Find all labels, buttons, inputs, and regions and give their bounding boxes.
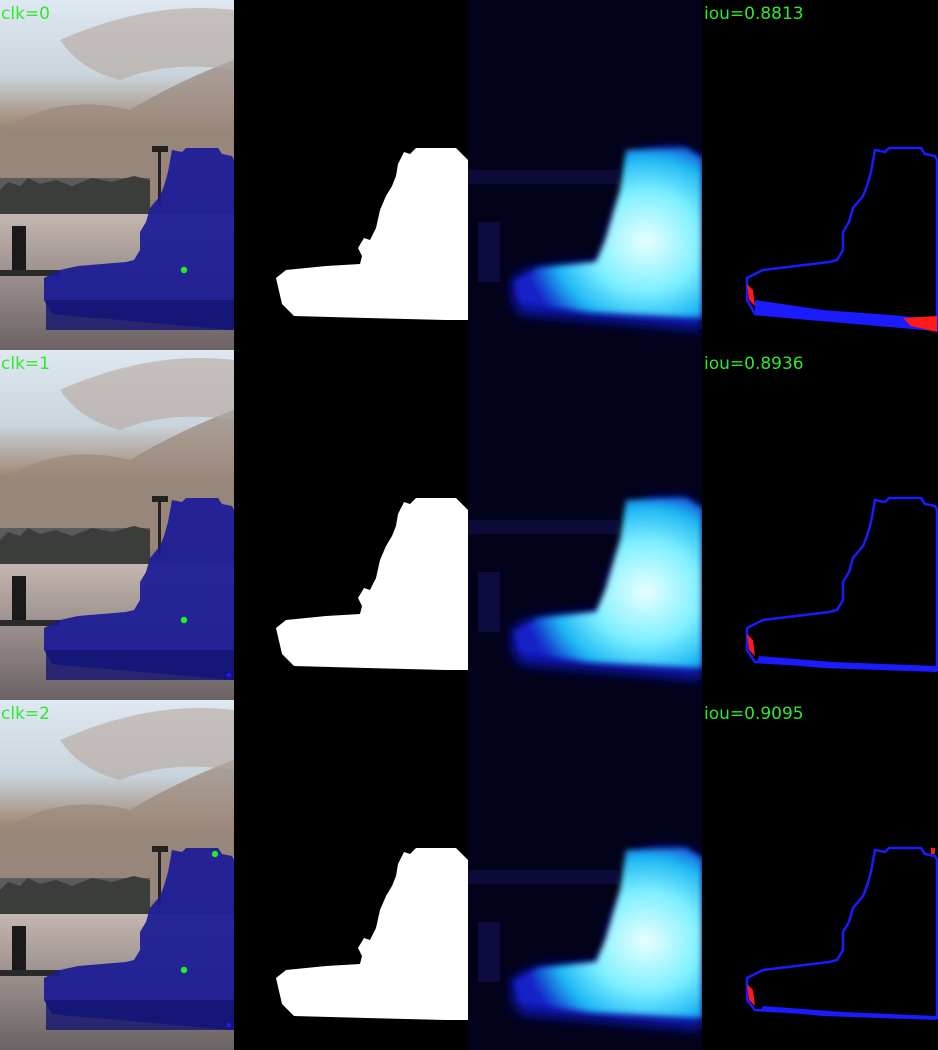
green-dot-icon [180,616,188,624]
mask-graphic [234,700,468,1050]
click-row-2: clk=2 iou=0.9095 [0,700,938,1050]
green-dot-icon [180,966,188,974]
heatmap-graphic [468,0,702,350]
probability-heatmap-panel [468,350,702,700]
image-with-overlay-panel [0,700,234,1050]
error-map-graphic [703,0,938,350]
mask-graphic [234,350,468,700]
error-map-graphic [703,700,938,1050]
ground-truth-mask-panel [234,0,468,350]
mask-graphic [234,0,468,350]
blue-dot-icon [226,672,232,678]
image-with-overlay-panel [0,350,234,700]
green-dot-icon [211,850,219,858]
blue-dot-icon [226,1022,232,1028]
photo-overlay-graphic [0,350,234,700]
image-with-overlay-panel [0,0,234,350]
ground-truth-mask-panel [234,700,468,1050]
click-count-label: clk=1 [1,354,50,374]
click-row-1: clk=1 iou=0.8936 [0,350,938,700]
iou-score-label: iou=0.8813 [704,4,804,24]
probability-heatmap-panel [468,700,702,1050]
probability-heatmap-panel [468,0,702,350]
iou-score-label: iou=0.8936 [704,354,804,374]
click-count-label: clk=0 [1,4,50,24]
error-map-panel [703,700,938,1050]
error-map-panel [703,350,938,700]
click-row-0: clk=0 iou=0.8813 [0,0,938,350]
error-map-panel [703,0,938,350]
heatmap-graphic [468,350,702,700]
green-dot-icon [180,266,188,274]
heatmap-graphic [468,700,702,1050]
photo-overlay-graphic [0,0,234,350]
iou-score-label: iou=0.9095 [704,704,804,724]
ground-truth-mask-panel [234,350,468,700]
photo-overlay-graphic [0,700,234,1050]
error-map-graphic [703,350,938,700]
click-count-label: clk=2 [1,704,50,724]
